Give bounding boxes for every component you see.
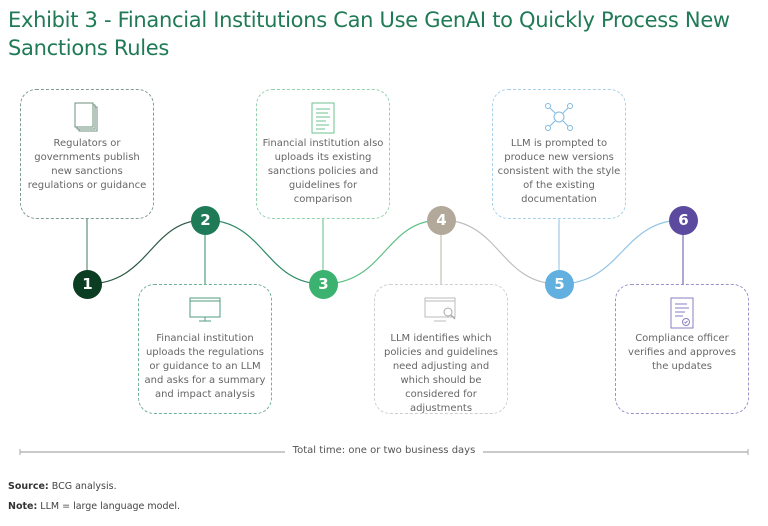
curve-1-2 xyxy=(86,219,206,285)
curve-5-6 xyxy=(558,219,684,285)
step-2-text: Financial institution uploads the regula… xyxy=(144,333,266,400)
step-5-text: LLM is prompted to produce new versions … xyxy=(497,138,621,205)
document-lines-icon xyxy=(311,102,335,138)
documents-icon xyxy=(74,102,100,138)
step-4-number: 4 xyxy=(427,206,456,235)
approved-document-icon xyxy=(670,297,694,333)
step-6-text: Compliance officer verifies and approves… xyxy=(628,333,736,372)
step-6-number: 6 xyxy=(669,206,698,235)
page-title: Exhibit 3 - Financial Institutions Can U… xyxy=(8,8,730,60)
total-time-label: Total time: one or two business days xyxy=(0,445,768,456)
step-2-number: 2 xyxy=(191,206,220,235)
step-3-number: 3 xyxy=(309,270,338,299)
source-label: Source: xyxy=(8,481,49,492)
step-3-card: Financial institution also uploads its e… xyxy=(256,89,390,219)
monitor-search-icon xyxy=(424,297,458,327)
curve-3-4 xyxy=(322,219,442,285)
step-4-text: LLM identifies which policies and guidel… xyxy=(383,333,499,414)
monitor-icon xyxy=(189,297,221,327)
step-5-number: 5 xyxy=(545,270,574,299)
step-1-card: Regulators or governments publish new sa… xyxy=(20,89,154,219)
note-label: Note: xyxy=(8,501,38,512)
step-1-text: Regulators or governments publish new sa… xyxy=(27,138,147,191)
step-1-number: 1 xyxy=(73,270,102,299)
network-icon xyxy=(544,102,574,136)
step-3-text: Financial institution also uploads its e… xyxy=(262,138,384,205)
curve-4-5 xyxy=(440,219,560,285)
note-text: LLM = large language model. xyxy=(40,501,181,512)
source-text: BCG analysis. xyxy=(51,481,117,492)
curve-2-3 xyxy=(204,219,324,285)
step-4-card: LLM identifies which policies and guidel… xyxy=(374,284,508,414)
step-6-card: Compliance officer verifies and approves… xyxy=(615,284,749,414)
abbreviation-note: Note: LLM = large language model. xyxy=(8,501,180,512)
source-note: Source: BCG analysis. xyxy=(8,481,117,492)
total-time-text: Total time: one or two business days xyxy=(284,445,484,456)
step-5-card: LLM is prompted to produce new versions … xyxy=(492,89,626,219)
step-2-card: Financial institution uploads the regula… xyxy=(138,284,272,414)
